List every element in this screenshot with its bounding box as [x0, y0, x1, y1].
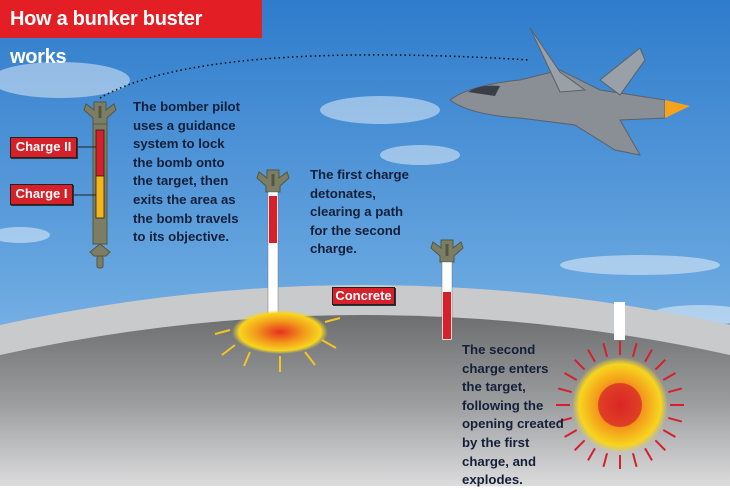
explosion-ray: [602, 453, 609, 468]
explosion-ray: [587, 447, 596, 461]
charge-2-segment: [95, 129, 105, 177]
explosion-ray: [574, 439, 586, 451]
explosion-ray: [644, 349, 653, 363]
explosion-first-charge: [214, 310, 341, 372]
charge-1-segment: [95, 175, 105, 219]
bomb-stage-3: [430, 239, 464, 341]
concrete-label: Concrete: [332, 287, 395, 305]
explosion-ray: [564, 429, 578, 438]
explosion-ray: [631, 342, 638, 357]
explosion-ray: [662, 429, 676, 438]
explosion-ray: [631, 453, 638, 468]
explosion-ray: [587, 349, 596, 363]
step-2-description: The first charge detonates, clearing a p…: [310, 167, 409, 257]
penetration-hole: [614, 302, 625, 340]
step-3-description: The second charge enters the target, fol…: [462, 342, 564, 488]
page-title: How a bunker buster works: [0, 0, 262, 68]
target-ground: [0, 315, 730, 486]
explosion-ray: [574, 359, 586, 371]
explosion-ray: [564, 372, 578, 381]
charge-1-label: Charge I: [10, 184, 73, 205]
explosion-ray: [644, 447, 653, 461]
explosion-ray: [557, 416, 572, 423]
fighter-jet: [449, 27, 690, 156]
explosion-ray: [654, 439, 666, 451]
explosion-ray: [668, 387, 683, 394]
bomb-stage-1: [72, 101, 117, 269]
explosion-ray: [654, 359, 666, 371]
explosion-ray: [662, 372, 676, 381]
flight-path: [99, 54, 531, 99]
explosion-ray: [557, 387, 572, 394]
clouds: [0, 62, 730, 325]
step-1-description: The bomber pilot uses a guidance system …: [133, 99, 240, 245]
charge-2-label: Charge II: [10, 137, 77, 158]
explosion-ray: [602, 342, 609, 357]
explosion-second-charge: [556, 341, 684, 469]
explosion-ray: [668, 416, 683, 423]
